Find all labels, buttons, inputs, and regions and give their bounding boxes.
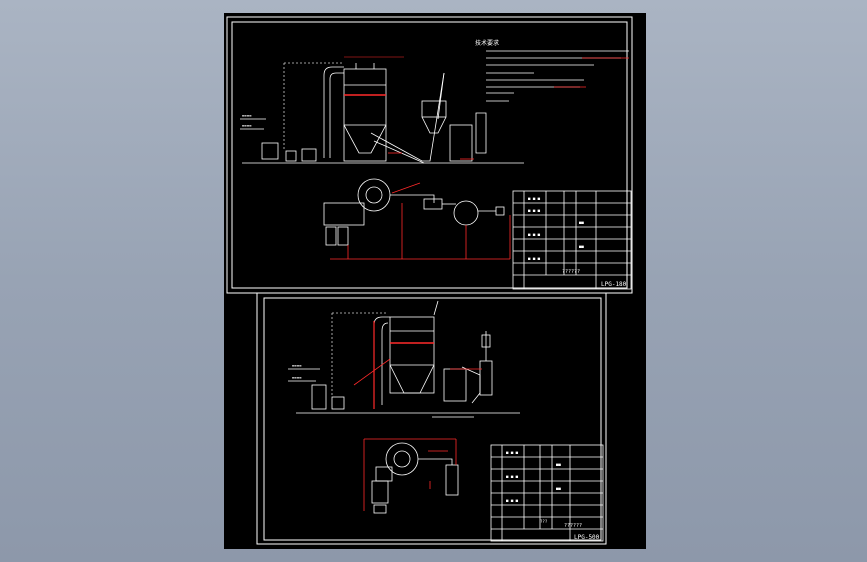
svg-text:≡≡≡≡: ≡≡≡≡ <box>292 363 302 368</box>
drawing-sheet-top[interactable]: 技术要求 <box>226 16 633 294</box>
svg-text:■ ■ ■: ■ ■ ■ <box>506 498 519 503</box>
title-block-bottom[interactable]: ■ ■ ■ ■ ■ ■ ■ ■ ■ ■■ ■■ ??? ?????? LPG-5… <box>490 444 604 542</box>
title-text-top: ?????? <box>562 269 580 275</box>
drawing-sheet-bottom[interactable]: ≡≡≡≡ ≡≡≡≡ <box>256 292 607 545</box>
drawing-number-top: LPG-180 <box>601 281 627 288</box>
svg-text:■ ■ ■: ■ ■ ■ <box>506 474 519 479</box>
svg-text:≡≡≡≡: ≡≡≡≡ <box>242 113 252 118</box>
mid-text-bottom: ??? <box>540 519 548 524</box>
notes-title: 技术要求 <box>475 39 499 47</box>
cad-viewport[interactable]: 技术要求 <box>224 13 646 549</box>
elevation-view-bottom[interactable]: ≡≡≡≡ ≡≡≡≡ <box>288 300 520 418</box>
cad-drawing: 技术要求 <box>226 16 633 545</box>
svg-text:■ ■ ■: ■ ■ ■ <box>528 256 541 261</box>
svg-text:■■: ■■ <box>579 244 584 249</box>
svg-text:■ ■ ■: ■ ■ ■ <box>506 450 519 455</box>
plan-view-bottom[interactable] <box>363 438 459 514</box>
svg-text:■■: ■■ <box>579 220 584 225</box>
technical-notes-top: 技术要求 <box>475 39 629 102</box>
drawing-number-bottom: LPG-500 <box>574 534 600 541</box>
elevation-view-top[interactable]: ≡≡≡≡ ≡≡≡≡ <box>240 56 524 164</box>
svg-text:■ ■ ■: ■ ■ ■ <box>528 208 541 213</box>
title-block-top[interactable]: ■ ■ ■ ■ ■ ■ ■ ■ ■ ■ ■ ■ ■■ ■■ ?????? LPG… <box>512 190 632 290</box>
plan-view-top[interactable] <box>323 178 511 260</box>
svg-text:≡≡≡≡: ≡≡≡≡ <box>242 123 252 128</box>
svg-text:≡≡≡≡: ≡≡≡≡ <box>292 375 302 380</box>
svg-text:■ ■ ■: ■ ■ ■ <box>528 232 541 237</box>
svg-text:■■: ■■ <box>556 462 561 467</box>
svg-text:■■: ■■ <box>556 486 561 491</box>
svg-text:■ ■ ■: ■ ■ ■ <box>528 196 541 201</box>
title-text-bottom: ?????? <box>564 523 582 529</box>
